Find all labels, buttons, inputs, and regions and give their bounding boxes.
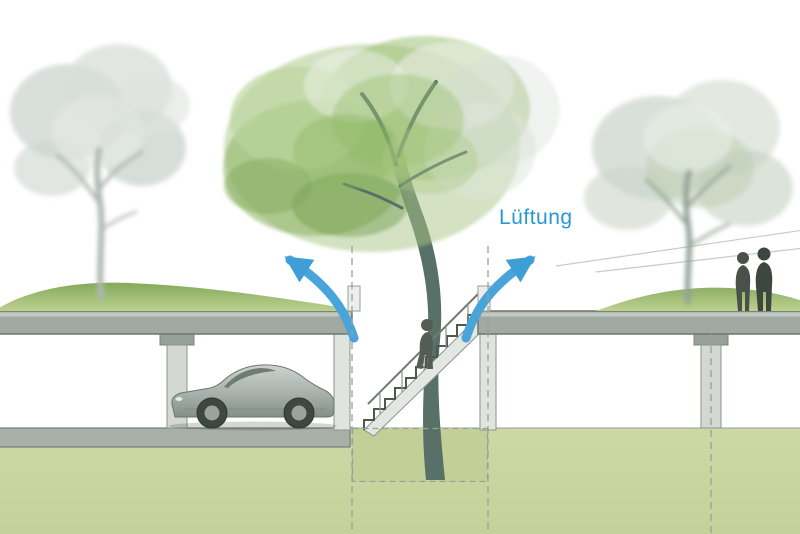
car-wheel-rim (204, 405, 220, 421)
car-window (224, 368, 276, 388)
planter-outline (351, 427, 489, 483)
column-capital (159, 333, 195, 346)
pedestrians (735, 247, 773, 311)
hills (0, 282, 800, 311)
person-body (416, 332, 433, 369)
middle-tree (223, 36, 560, 252)
canopy-front (293, 74, 478, 194)
car-shadow (169, 421, 337, 431)
deck-surface-left (0, 312, 351, 317)
trunk (391, 152, 445, 480)
hill-left (0, 282, 354, 311)
ghost-trunk-right (644, 164, 732, 305)
middle-tree-trunk (391, 152, 445, 480)
car (169, 364, 337, 431)
ventilation-arrow-left (284, 255, 359, 343)
stairwell-wall-left (333, 333, 351, 431)
garage-floor-slab (0, 427, 351, 448)
pedestrian (735, 252, 751, 311)
ghost-trunk-left (56, 147, 144, 301)
tree-planter-fill (352, 428, 488, 482)
person-on-stairs (416, 319, 433, 369)
stair-stringer (363, 313, 481, 437)
person-head (421, 319, 433, 331)
ghost-tree-right (584, 80, 793, 305)
ventilation-label: Lüftung (499, 206, 573, 229)
section-lines (351, 246, 712, 533)
stair-steps (363, 314, 480, 430)
ghost-tree-left (10, 44, 190, 301)
car-wheel-rim (291, 405, 307, 421)
pedestrian (755, 247, 773, 311)
deck-surface-right (479, 312, 800, 317)
stair-parapet-left (347, 285, 361, 312)
car-headlight (175, 397, 183, 401)
